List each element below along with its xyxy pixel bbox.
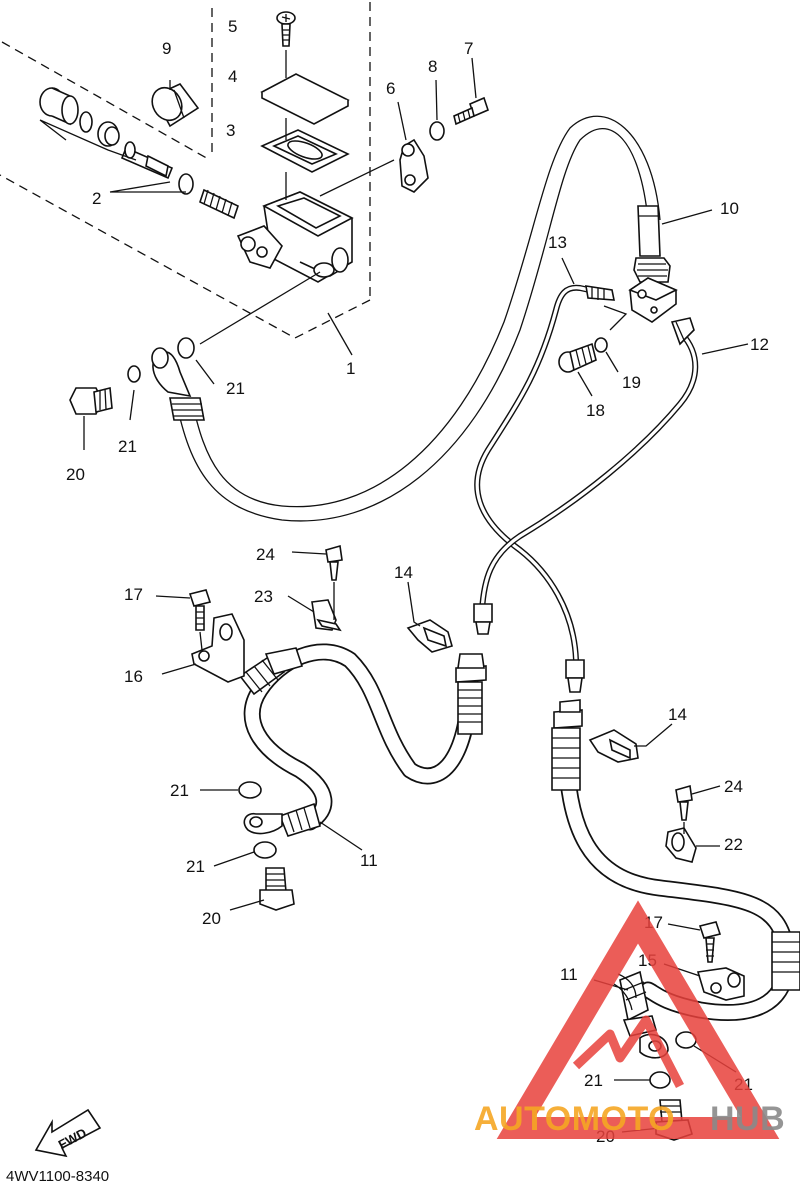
master-cylinder	[236, 191, 354, 283]
leader	[199, 271, 321, 345]
callout: 3	[226, 121, 235, 140]
washer	[238, 781, 262, 799]
brake-pipes	[473, 284, 699, 693]
banjo-bolt	[69, 386, 113, 415]
callout: 13	[548, 233, 567, 252]
leader	[199, 631, 203, 651]
reservoir-diaphragm	[260, 129, 350, 173]
leader	[229, 899, 265, 911]
assembly-boundary	[0, 2, 371, 356]
pushrod-parts	[39, 87, 239, 220]
callout: 20	[202, 909, 221, 928]
washer	[177, 337, 195, 359]
screw	[276, 11, 296, 47]
bolt-17a	[188, 589, 212, 631]
leader	[701, 343, 749, 355]
dust-boot	[151, 83, 200, 128]
joint-block	[628, 277, 678, 323]
bolt	[453, 96, 489, 126]
leader	[561, 257, 575, 285]
washer	[429, 121, 445, 141]
washer	[253, 841, 277, 859]
bolt-24a	[325, 544, 343, 581]
callout: 21	[226, 379, 245, 398]
watermark-logo	[496, 900, 780, 1139]
leader	[471, 57, 477, 99]
bracket-15	[696, 967, 745, 1001]
callout: 2	[92, 189, 101, 208]
callout: 12	[750, 335, 769, 354]
washer	[649, 1071, 671, 1089]
clamp-14a	[406, 619, 453, 653]
clamp-23	[311, 599, 342, 632]
callout: 6	[386, 79, 395, 98]
drawing-code: 4WV1100-8340	[6, 1168, 109, 1183]
callout: 21	[118, 437, 137, 456]
master-hose	[151, 115, 661, 522]
callout: 20	[66, 465, 85, 484]
fwd-arrow: FWD	[34, 1108, 102, 1158]
callout: 21	[170, 781, 189, 800]
callout: 9	[162, 39, 171, 58]
callout: 10	[720, 199, 739, 218]
leader	[661, 209, 713, 225]
clamp-22	[665, 827, 697, 863]
callout: 19	[622, 373, 641, 392]
callout: 24	[724, 777, 743, 796]
leader	[605, 351, 619, 373]
leader	[634, 723, 673, 747]
callout: 8	[428, 57, 437, 76]
callout: 11	[560, 965, 578, 984]
callout: 14	[394, 563, 413, 582]
leader	[200, 789, 255, 867]
leader-lines-2	[39, 80, 186, 193]
watermark-text-2: HUB	[710, 1100, 785, 1138]
leader	[319, 101, 407, 197]
callout: 5	[228, 17, 237, 36]
callout: 4	[228, 67, 237, 86]
leader	[667, 923, 701, 931]
callout: 21	[584, 1071, 603, 1090]
banjo-bolt	[259, 867, 295, 911]
hose-10-end	[633, 205, 671, 283]
callout: 18	[586, 401, 605, 420]
hose-11-left	[238, 643, 487, 837]
leader	[291, 551, 327, 555]
leader	[691, 785, 721, 795]
reservoir-cap	[260, 73, 350, 125]
callout: 17	[124, 585, 143, 604]
leader	[129, 389, 135, 421]
leader	[603, 305, 628, 331]
clamp-14b	[588, 729, 639, 763]
callout: 11	[360, 851, 378, 870]
washer	[127, 365, 141, 383]
bolt-18	[558, 342, 597, 373]
leader	[161, 663, 197, 675]
washer-19	[594, 337, 608, 353]
bolt-24b	[675, 784, 693, 821]
leader	[155, 595, 191, 599]
leader	[577, 371, 593, 397]
callout: 7	[464, 39, 473, 58]
callout: 22	[724, 835, 743, 854]
callout: 1	[346, 359, 355, 378]
callout: 24	[256, 545, 275, 564]
callout: 16	[124, 667, 143, 686]
leader	[195, 359, 215, 385]
watermark-text-1: AUTOMOTO	[474, 1100, 675, 1138]
leader	[319, 821, 363, 851]
leader	[407, 581, 421, 627]
leader	[435, 79, 438, 121]
bracket-16	[191, 613, 245, 683]
banjo-fitting	[399, 138, 429, 193]
callout: 14	[668, 705, 687, 724]
leader	[287, 595, 315, 613]
callout: 23	[254, 587, 273, 606]
bolt-17b	[698, 921, 722, 963]
callout: 21	[186, 857, 205, 876]
